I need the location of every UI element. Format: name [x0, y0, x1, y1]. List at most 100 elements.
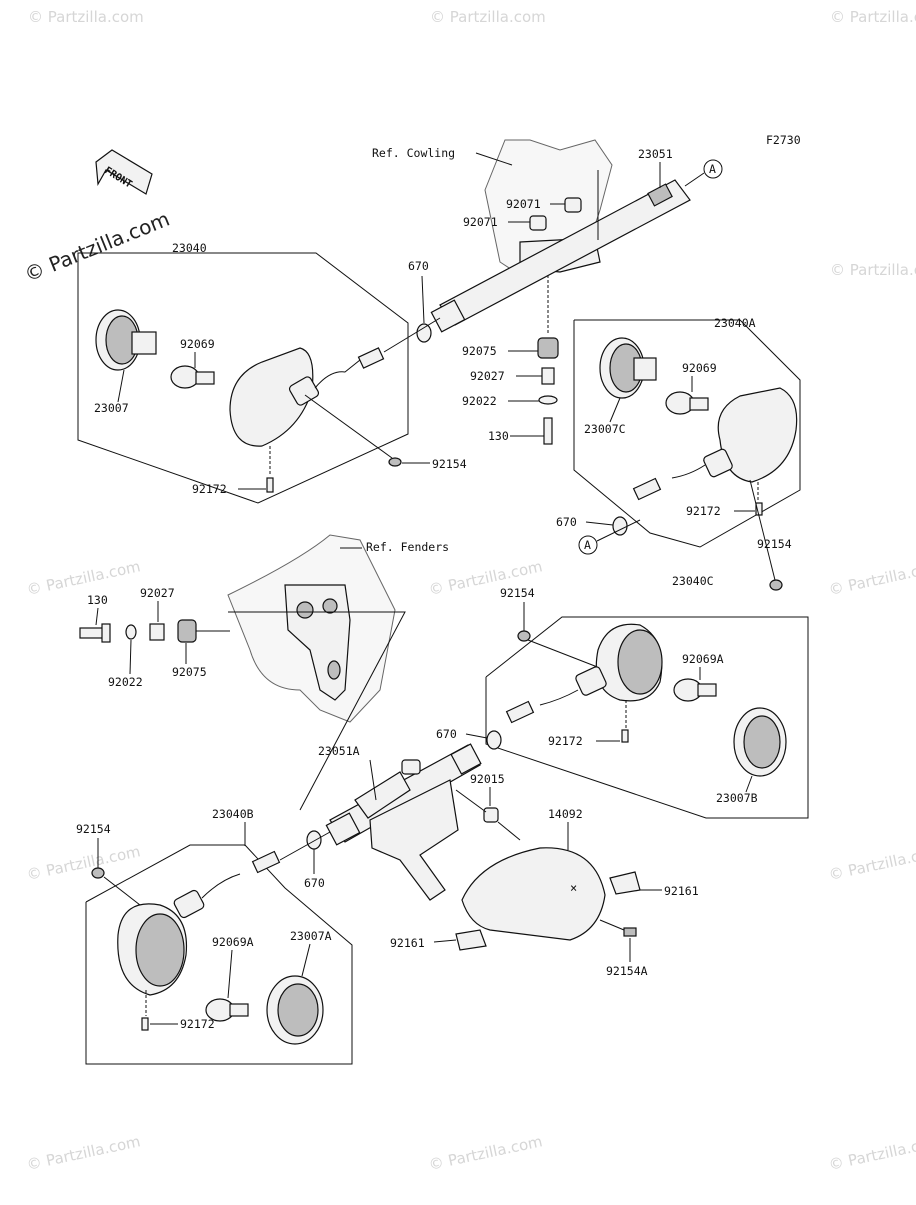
watermark: © Partzilla.com — [25, 842, 142, 884]
assembly-outline-23040C — [485, 616, 809, 819]
screw-92172 — [266, 477, 274, 493]
ref-cowling-label: Ref. Cowling — [372, 146, 455, 160]
label-92075: 92075 — [462, 344, 497, 358]
label-23007A: 23007A — [290, 929, 332, 943]
rear-bar-23051A — [325, 743, 482, 846]
o-ring-670-rear — [486, 730, 502, 750]
leader-line — [95, 607, 99, 626]
bulb-92069A-left — [205, 998, 249, 1022]
o-ring-670-left — [306, 830, 322, 850]
label-670: 670 — [408, 259, 429, 273]
o-ring-670 — [416, 323, 432, 343]
leader-line — [129, 639, 132, 675]
label-92071: 92071 — [463, 215, 498, 229]
leader-line — [585, 521, 614, 526]
screw-92154-d — [91, 867, 105, 879]
label-23040C: 23040C — [672, 574, 714, 588]
label-130: 130 — [87, 593, 108, 607]
leader-line — [497, 821, 521, 841]
label-23051: 23051 — [638, 147, 673, 161]
leader-line — [279, 831, 331, 861]
leader-line — [455, 789, 487, 813]
label-670: 670 — [556, 515, 577, 529]
label-92172: 92172 — [180, 1017, 215, 1031]
leader-line — [599, 919, 625, 931]
watermark: © Partzilla.com — [427, 1132, 544, 1174]
label-92022: 92022 — [462, 394, 497, 408]
label-92022: 92022 — [108, 675, 143, 689]
label-23007: 23007 — [94, 401, 129, 415]
leader-line — [117, 369, 125, 403]
collar-92015 — [483, 807, 499, 823]
label-92027: 92027 — [470, 369, 505, 383]
rear-cover-14092: × — [461, 847, 606, 941]
label-92069A: 92069A — [682, 652, 724, 666]
watermark: © Partzilla.com — [827, 1132, 916, 1174]
label-92027: 92027 — [140, 586, 175, 600]
label-23007B: 23007B — [716, 791, 758, 805]
license-bracket — [369, 759, 459, 901]
housing-23040B — [117, 850, 281, 996]
label-92172: 92172 — [192, 482, 227, 496]
marker-a — [703, 159, 723, 179]
screw-92172-d — [141, 1017, 149, 1031]
assembly-outline-23040 — [77, 252, 409, 504]
label-23040: 23040 — [172, 241, 207, 255]
svg-text:×: × — [570, 881, 577, 895]
label-92069: 92069 — [682, 361, 717, 375]
watermark: © Partzilla.com — [827, 557, 916, 599]
leader-line — [227, 949, 233, 999]
assembly-outline-23040A — [573, 319, 801, 548]
watermark: © Partzilla.com — [28, 8, 144, 26]
cushion-92161-left — [455, 929, 487, 951]
cushion-92161-right — [609, 871, 641, 895]
label-92172: 92172 — [548, 734, 583, 748]
screw-92154-right — [769, 579, 783, 591]
watermark: © Partzilla.com — [25, 557, 142, 599]
screw-92154A — [623, 927, 637, 937]
figure-code: F2730 — [766, 133, 801, 147]
grommets-92071 — [529, 197, 582, 231]
leader-line — [304, 394, 393, 459]
label-14092: 14092 — [548, 807, 583, 821]
watermark: © Partzilla.com — [830, 8, 916, 26]
label-92172: 92172 — [686, 504, 721, 518]
label-92075: 92075 — [172, 665, 207, 679]
housing-23040 — [229, 347, 385, 447]
housing-23040C — [505, 623, 663, 724]
label-92161: 92161 — [664, 884, 699, 898]
fender-plate — [227, 534, 396, 723]
label-670: 670 — [304, 876, 325, 890]
leader-line — [475, 152, 513, 166]
lens-23007C — [599, 337, 657, 399]
marker-a — [578, 535, 598, 555]
watermark: © Partzilla.com — [827, 842, 916, 884]
watermark: © Partzilla.com — [25, 1132, 142, 1174]
label-23040A: 23040A — [714, 316, 756, 330]
leader-line — [684, 172, 705, 187]
label-92071: 92071 — [506, 197, 541, 211]
screw-92154 — [388, 457, 402, 467]
screw-92172-c — [621, 729, 629, 743]
label-23040B: 23040B — [212, 807, 254, 821]
assembly-outline-23040B — [85, 844, 353, 1065]
bulb-92069A — [673, 678, 717, 702]
label-130: 130 — [488, 429, 509, 443]
label-23007C: 23007C — [584, 422, 626, 436]
leader-line — [527, 639, 601, 669]
fastener-stack-top — [537, 337, 559, 445]
leader-line — [596, 519, 641, 542]
leader-line — [465, 733, 488, 739]
marker-a-label: A — [584, 538, 591, 552]
fastener-stack-left — [79, 619, 197, 643]
label-92161: 92161 — [390, 936, 425, 950]
label-23051A: 23051A — [318, 744, 360, 758]
leader-line — [383, 317, 441, 353]
label-92154A: 92154A — [606, 964, 648, 978]
leader-line — [749, 479, 776, 581]
label-92015: 92015 — [470, 772, 505, 786]
lens-23007B — [733, 707, 787, 777]
leader-line — [369, 759, 377, 801]
label-92069A: 92069A — [212, 935, 254, 949]
